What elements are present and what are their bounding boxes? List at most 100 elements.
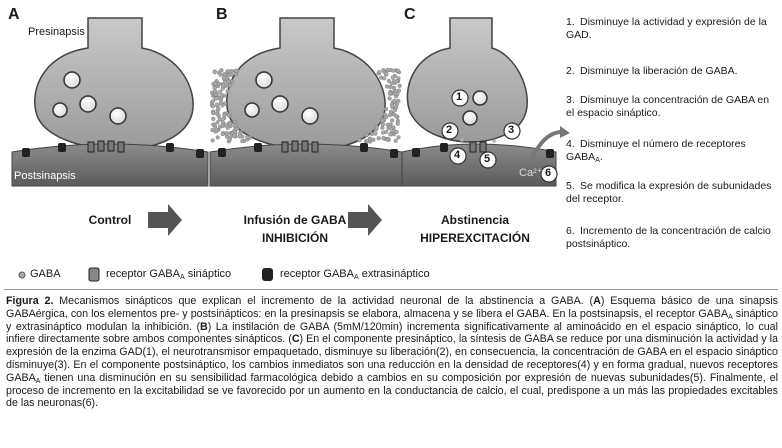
gaba-molecule	[226, 79, 231, 84]
note-6: 6.Incremento de la concentración de calc…	[566, 225, 771, 250]
gaba-legend-icon	[18, 271, 26, 279]
gaba-molecule	[367, 136, 373, 141]
gaba-molecule	[381, 135, 386, 141]
stage-hyperexcitation-label: HIPEREXCITACIÓN	[420, 231, 530, 245]
gaba-molecule	[213, 89, 218, 94]
panel-b	[209, 17, 403, 187]
gaba-molecule	[226, 113, 231, 118]
gaba-molecule	[390, 104, 395, 109]
gaba-molecule	[397, 83, 402, 88]
gaba-molecule	[220, 123, 225, 128]
caption-divider	[4, 289, 778, 290]
postsynapse-label: Postsinapsis	[14, 170, 76, 182]
gaba-molecule	[212, 69, 217, 75]
calcium-arrow-head	[560, 126, 570, 138]
gaba-molecule	[211, 116, 216, 121]
gaba-molecule	[384, 71, 389, 76]
gaba-molecule	[213, 81, 218, 86]
gaba-molecule	[210, 138, 215, 143]
stage-control-label: Control	[88, 213, 132, 227]
gaba-molecule	[226, 73, 232, 78]
gaba-molecule	[392, 91, 397, 96]
gaba-molecule	[388, 124, 393, 129]
marker-2: 2	[446, 124, 453, 136]
note-3: 3.Disminuye la concentración de GABA en …	[566, 94, 770, 119]
gaba-molecule	[213, 96, 218, 101]
gaba-molecule	[219, 93, 224, 98]
gaba-molecule	[222, 72, 227, 77]
gaba-molecule	[235, 126, 240, 131]
gaba-molecule	[237, 134, 242, 139]
gaba-molecule	[210, 128, 215, 133]
gaba-molecule	[225, 89, 230, 94]
panel-b-letter: B	[216, 6, 228, 23]
presynaptic-terminal-b	[226, 17, 386, 151]
gaba-molecule	[393, 138, 398, 143]
gaba-molecule	[215, 120, 220, 125]
postsynaptic-membrane-c	[401, 143, 557, 187]
legend-synaptic-receptor: receptor GABAA sináptico	[106, 268, 232, 281]
gaba-molecule	[394, 79, 399, 84]
gaba-molecule	[392, 98, 397, 104]
gaba-molecule	[227, 137, 233, 142]
gaba-molecule	[218, 89, 223, 94]
gaba-molecule	[211, 110, 216, 116]
stage-withdrawal-label: Abstinencia	[440, 213, 509, 227]
gaba-molecule	[387, 113, 392, 118]
panel-a-letter: A	[8, 6, 20, 23]
marker-3: 3	[508, 124, 515, 136]
gaba-molecule	[220, 131, 225, 137]
figure-caption: Figura 2. Mecanismos sinápticos que expl…	[6, 295, 779, 410]
gaba-molecule	[390, 128, 395, 133]
legend-extrasynaptic-receptor: receptor GABAA extrasináptico	[280, 268, 430, 281]
gaba-molecule	[226, 69, 231, 74]
postsynaptic-membrane-a	[11, 143, 209, 187]
gaba-molecule	[383, 106, 389, 112]
gaba-molecule	[388, 84, 393, 90]
synaptic-receptors-b	[281, 140, 319, 153]
gaba-molecule	[380, 122, 385, 127]
gaba-molecule	[391, 85, 397, 90]
gaba-molecule	[382, 76, 387, 81]
panel-c	[401, 17, 570, 187]
marker-5: 5	[484, 153, 491, 165]
gaba-molecule	[380, 118, 385, 123]
gaba-molecule	[357, 138, 362, 143]
arrow-a-to-b	[148, 204, 182, 236]
gaba-molecule	[215, 135, 220, 140]
marker-6: 6	[545, 167, 552, 179]
calcium-label: Ca²⁺	[519, 167, 543, 179]
note-2: 2.Disminuye la liberación de GABA.	[566, 65, 738, 77]
gaba-molecule	[384, 84, 389, 89]
gaba-molecule	[240, 139, 245, 144]
gaba-molecule	[394, 114, 399, 119]
extrasynaptic-receptors-b	[218, 143, 398, 158]
gaba-molecule	[377, 69, 382, 75]
legend-icons	[18, 267, 273, 282]
gaba-molecule	[385, 67, 390, 73]
gaba-molecule	[216, 106, 221, 111]
stage-inhibition-label: INHIBICIÓN	[262, 231, 328, 245]
gaba-molecule	[232, 133, 237, 138]
gaba-molecule	[369, 131, 374, 137]
flow-arrows	[148, 204, 382, 236]
gaba-molecule	[217, 117, 223, 122]
synapse-diagram	[11, 17, 570, 282]
note-5: 5.Se modifica la expresión de subunidade…	[566, 180, 772, 205]
extrasynaptic-receptor-legend-icon	[262, 268, 273, 281]
gaba-molecule	[364, 132, 369, 138]
panel-a	[11, 17, 209, 187]
gaba-molecule	[222, 112, 227, 117]
gaba-molecule	[391, 68, 396, 73]
gaba-molecule	[394, 105, 399, 110]
gaba-molecule	[214, 127, 219, 132]
extrasynaptic-receptors-c	[412, 143, 554, 158]
gaba-molecule	[220, 103, 225, 108]
gaba-molecules-cloud	[209, 67, 402, 144]
legend-gaba: GABA	[30, 268, 61, 280]
gaba-molecule	[380, 130, 386, 135]
gaba-molecule	[388, 132, 393, 137]
calcium-influx-arrow	[526, 130, 563, 167]
vesicles-c	[462, 90, 488, 126]
gaba-molecule	[228, 121, 233, 126]
